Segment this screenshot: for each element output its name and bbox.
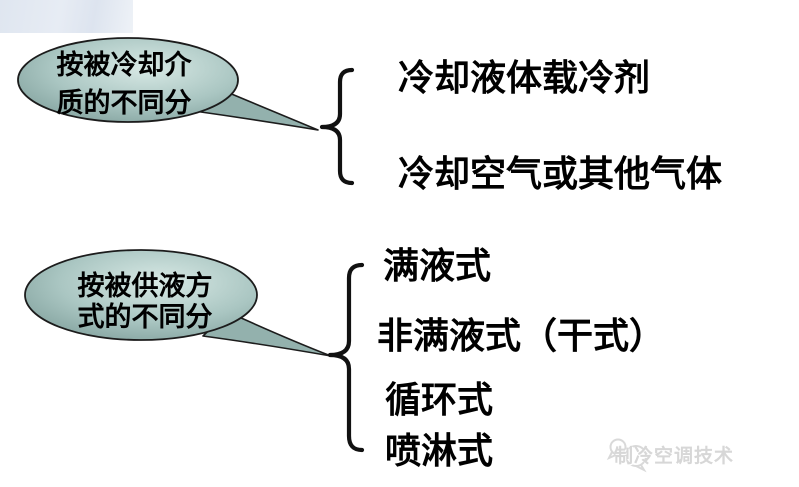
classification-item: 非满液式（干式）: [377, 315, 666, 356]
classification-item: 循环式: [385, 379, 494, 420]
classification-item: 满液式: [383, 245, 492, 286]
chat-bubbles-icon: [606, 438, 647, 473]
bubble-label-cooled-medium: 按被冷却介 质的不同分: [24, 46, 224, 122]
bubble-label-line: 按被供液方: [77, 271, 213, 301]
curly-brace-icon: [327, 262, 365, 453]
speech-bubble-cooled-medium: [17, 37, 239, 123]
bubble-label-liquid-supply: 按被供液方 式的不同分: [45, 271, 245, 333]
bubble-label-line: 式的不同分: [77, 302, 213, 332]
speech-bubble-liquid-supply: [24, 249, 258, 341]
classification-item: 冷却液体载冷剂: [398, 57, 651, 98]
watermark-text: 制冷空调技术: [614, 445, 735, 467]
bubble-label-line: 质的不同分: [56, 88, 192, 118]
classification-item: 冷却空气或其他气体: [398, 153, 723, 194]
corner-decoration: [0, 0, 133, 33]
bubble-label-line: 按被冷却介: [56, 50, 192, 80]
curly-brace-icon: [319, 67, 355, 186]
classification-item: 喷淋式: [385, 430, 494, 471]
watermark: 制冷空调技术: [606, 436, 734, 472]
